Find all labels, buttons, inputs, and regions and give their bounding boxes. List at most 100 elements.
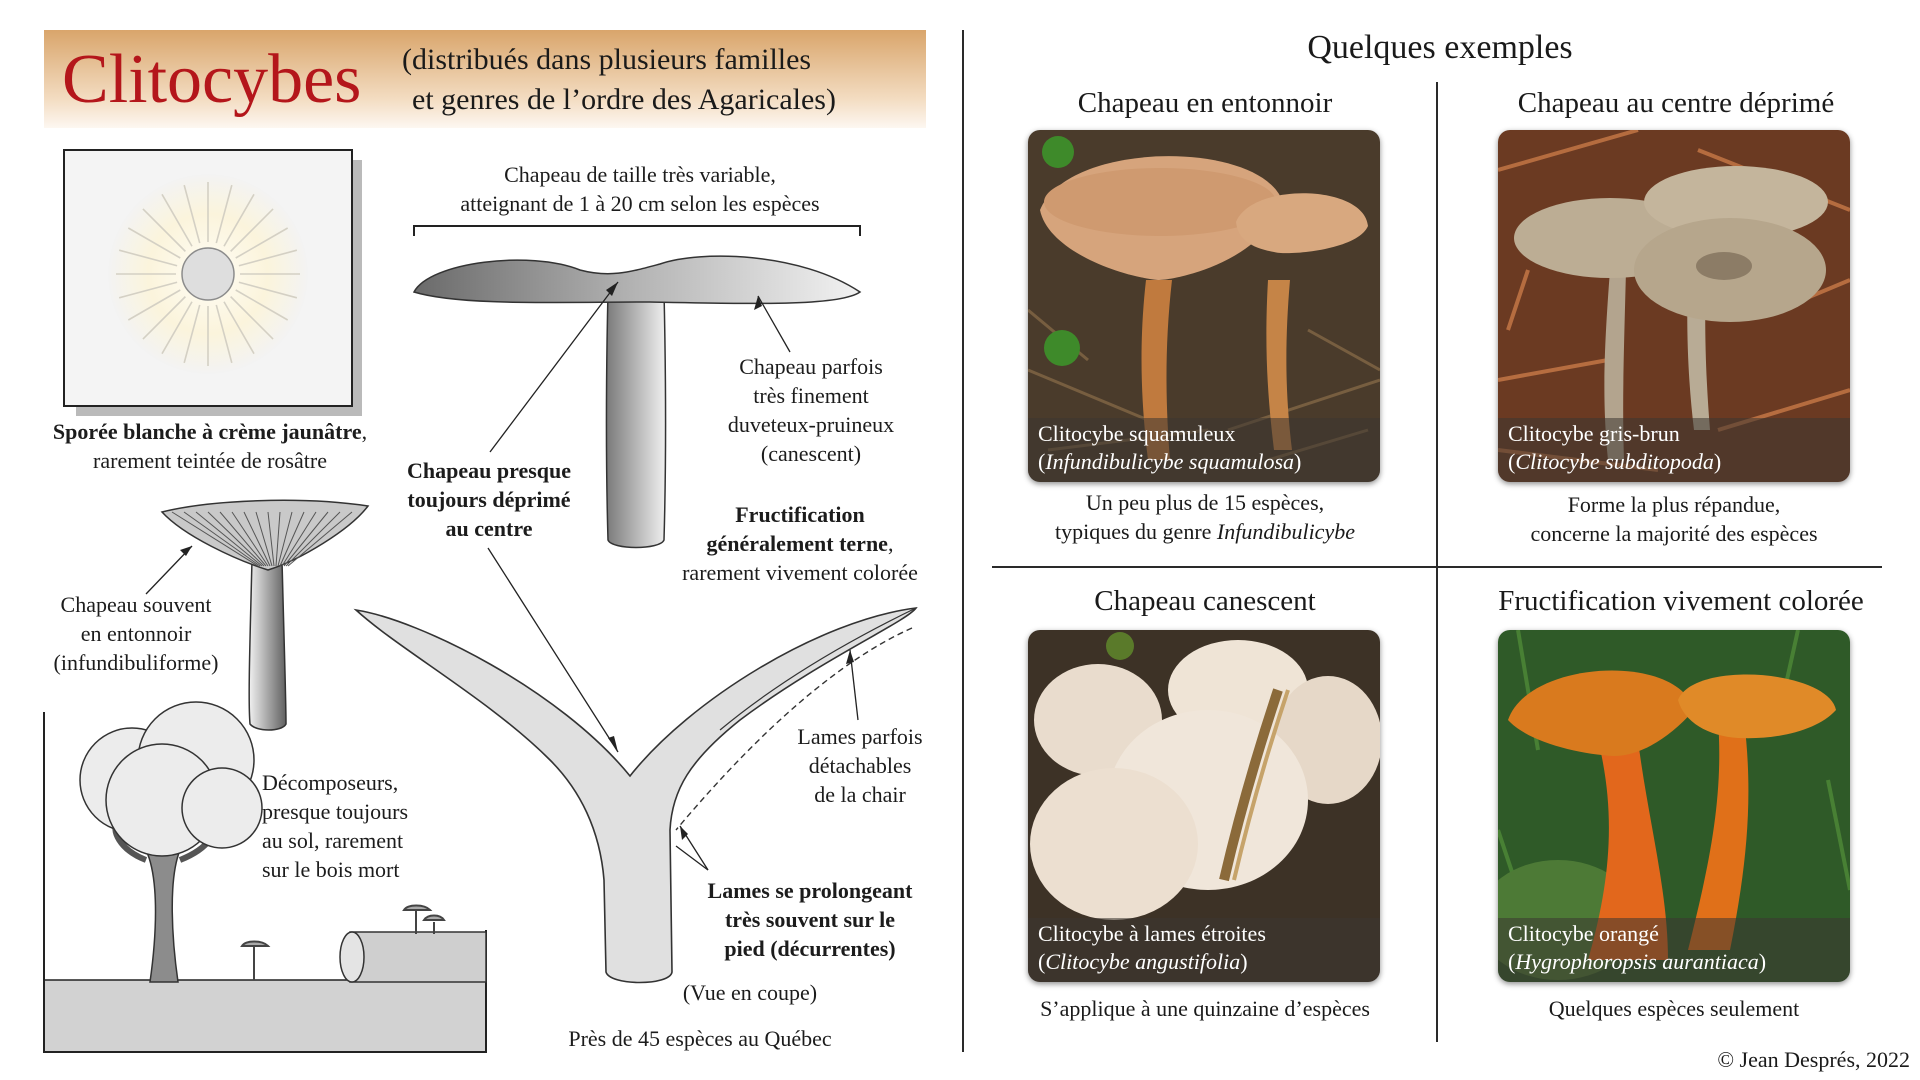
main-divider [962, 30, 964, 1052]
funnel-line-2: en entonnoir [80, 621, 192, 646]
example-1-desc-line-2: typiques du genre [1055, 519, 1217, 544]
gill-line [267, 511, 275, 567]
examples-heading: Quelques exemples [1307, 29, 1573, 66]
spore-print-bold: Sporée blanche à crème jaunâtre [52, 419, 362, 444]
gill-line [285, 511, 341, 567]
example-4-caption: Clitocybe orangé (Hygrophoropsis auranti… [1508, 921, 1767, 974]
detachable-gills-label: Lames parfois détachables de la chair [778, 722, 942, 809]
example-2-scientific-name: Clitocybe subditopoda [1515, 449, 1714, 474]
example-3-caption-band [1028, 918, 1380, 982]
example-3-scientific-name: Clitocybe angustifolia [1045, 949, 1241, 974]
spore-ray [183, 184, 201, 244]
gill-line [207, 511, 265, 567]
example-1-desc-genus: Infundibulicybe [1216, 519, 1355, 544]
decurrent-line-2: très souvent sur le [724, 907, 896, 932]
copyright: © Jean Després, 2022 [1717, 1047, 1910, 1072]
example-3-common-name: Clitocybe à lames étroites [1038, 921, 1266, 946]
decomposers-label: Décomposeurs, presque toujours au sol, r… [262, 768, 462, 884]
subtitle-line-2: et genres de l’ordre des Agaricales) [412, 83, 836, 116]
spore-ray [118, 249, 178, 267]
example-1-caption: Clitocybe squamuleux (Infundibulicybe sq… [1038, 421, 1302, 474]
depressed-line-1: Chapeau presque [406, 458, 572, 483]
decomposer-line-4: sur le bois mort [262, 857, 400, 882]
spore-ray [215, 184, 233, 244]
gill-line [279, 511, 305, 567]
example-3-photo: Clitocybe à lames étroites (Clitocybe an… [1028, 630, 1380, 982]
example-2-heading: Chapeau au centre déprimé [1517, 87, 1835, 119]
example-1-scientific-name: Infundibulicybe squamulosa [1045, 449, 1295, 474]
spore-ray [127, 227, 181, 259]
spore-ray [142, 296, 186, 340]
spore-ray [215, 304, 233, 364]
gill-line [281, 511, 317, 567]
gill-line [255, 511, 273, 567]
funnel-mushroom-drawing [160, 499, 370, 731]
cap-size-line-1: Chapeau de taille très variable, [504, 162, 776, 187]
example-2-caption-band [1498, 418, 1850, 482]
example-1-photo: Clitocybe squamuleux (Infundibulicybe sq… [1028, 130, 1380, 482]
fruiting-line-2-bold: généralement terne [706, 531, 888, 556]
depressed-line-2: toujours déprimé [407, 487, 571, 512]
decurrent-line-1: Lames se prolongeant [707, 878, 913, 903]
cap-size-label: Chapeau de taille très variable, atteign… [420, 160, 860, 218]
decomposer-line-1: Décomposeurs, [262, 770, 399, 795]
gill-line [287, 511, 353, 567]
fruiting-label: Fructification généralement terne, rarem… [660, 500, 940, 587]
spore-ray [238, 249, 298, 267]
species-count: Près de 45 espèces au Québec [568, 1026, 832, 1051]
spore-ray [118, 281, 178, 299]
gill-line [277, 511, 293, 567]
example-2-desc-line-1: Forme la plus répandue, [1567, 492, 1781, 517]
spore-ray [183, 304, 201, 364]
spore-ray [238, 281, 298, 299]
example-1-description: Un peu plus de 15 espèces, typiques du g… [1005, 488, 1405, 546]
gill-line [283, 511, 329, 567]
example-4-heading: Fructification vivement colorée [1498, 585, 1864, 617]
decomposer-line-2: presque toujours [262, 799, 409, 824]
spore-ray [230, 296, 274, 340]
gill-line [231, 511, 269, 567]
example-1-caption-band [1028, 418, 1380, 482]
spore-print-label: Sporée blanche à crème jaunâtre, raremen… [20, 417, 400, 475]
decurrent-gills-label: Lames se prolongeant très souvent sur le… [680, 876, 940, 963]
example-4-scientific-name: Hygrophoropsis aurantiaca [1515, 949, 1759, 974]
fruiting-line-1: Fructification [735, 502, 865, 527]
spore-ray [235, 227, 289, 259]
canescent-line-1: Chapeau parfois [739, 354, 883, 379]
example-4-desc-line-1: Quelques espèces seulement [1548, 996, 1800, 1021]
example-2-photo: Clitocybe gris-brun (Clitocybe subditopo… [1498, 130, 1850, 482]
example-3-description: S’applique à une quinzaine d’espèces [1005, 994, 1405, 1023]
depressed-line-3: au centre [445, 516, 533, 541]
fruiting-line-3: rarement vivement colorée [682, 560, 918, 585]
cap-size-bracket [413, 225, 861, 236]
page-subtitle: (distribués dans plusieurs familles et g… [402, 40, 836, 120]
spore-print [63, 149, 362, 416]
anatomy-illustrations [43, 149, 918, 1053]
spore-ray [127, 289, 181, 321]
canescent-label: Chapeau parfois très finement duveteux-p… [706, 352, 916, 468]
example-3-desc-line-1: S’applique à une quinzaine d’espèces [1040, 996, 1370, 1021]
spore-ray [161, 193, 193, 247]
example-3-heading: Chapeau canescent [1094, 585, 1316, 617]
example-1-common-name: Clitocybe squamuleux [1038, 421, 1236, 446]
canescent-line-3: duveteux-pruineux [727, 412, 895, 437]
spore-ray [223, 193, 255, 247]
section-view-note: (Vue en coupe) [682, 980, 818, 1005]
canescent-line-2: très finement [753, 383, 869, 408]
detach-line-2: détachables [808, 753, 912, 778]
spore-print-comma: , [361, 419, 368, 444]
spore-ray [235, 289, 289, 321]
funnel-line-3: (infundibuliforme) [53, 650, 219, 675]
funnel-line-1: Chapeau souvent [60, 592, 212, 617]
depressed-cap-label: Chapeau presque toujours déprimé au cent… [384, 456, 594, 543]
examples-divider-vertical [1436, 82, 1438, 1042]
example-1-heading: Chapeau en entonnoir [1077, 87, 1333, 119]
example-2-description: Forme la plus répandue, concerne la majo… [1474, 490, 1874, 548]
example-4-common-name: Clitocybe orangé [1508, 921, 1659, 946]
detach-line-1: Lames parfois [797, 724, 923, 749]
spore-ray [223, 301, 255, 355]
example-4-caption-band [1498, 918, 1850, 982]
spore-ray [230, 208, 274, 252]
example-2-desc-line-2: concerne la majorité des espèces [1530, 521, 1818, 546]
example-4-photo: Clitocybe orangé (Hygrophoropsis auranti… [1498, 630, 1850, 982]
